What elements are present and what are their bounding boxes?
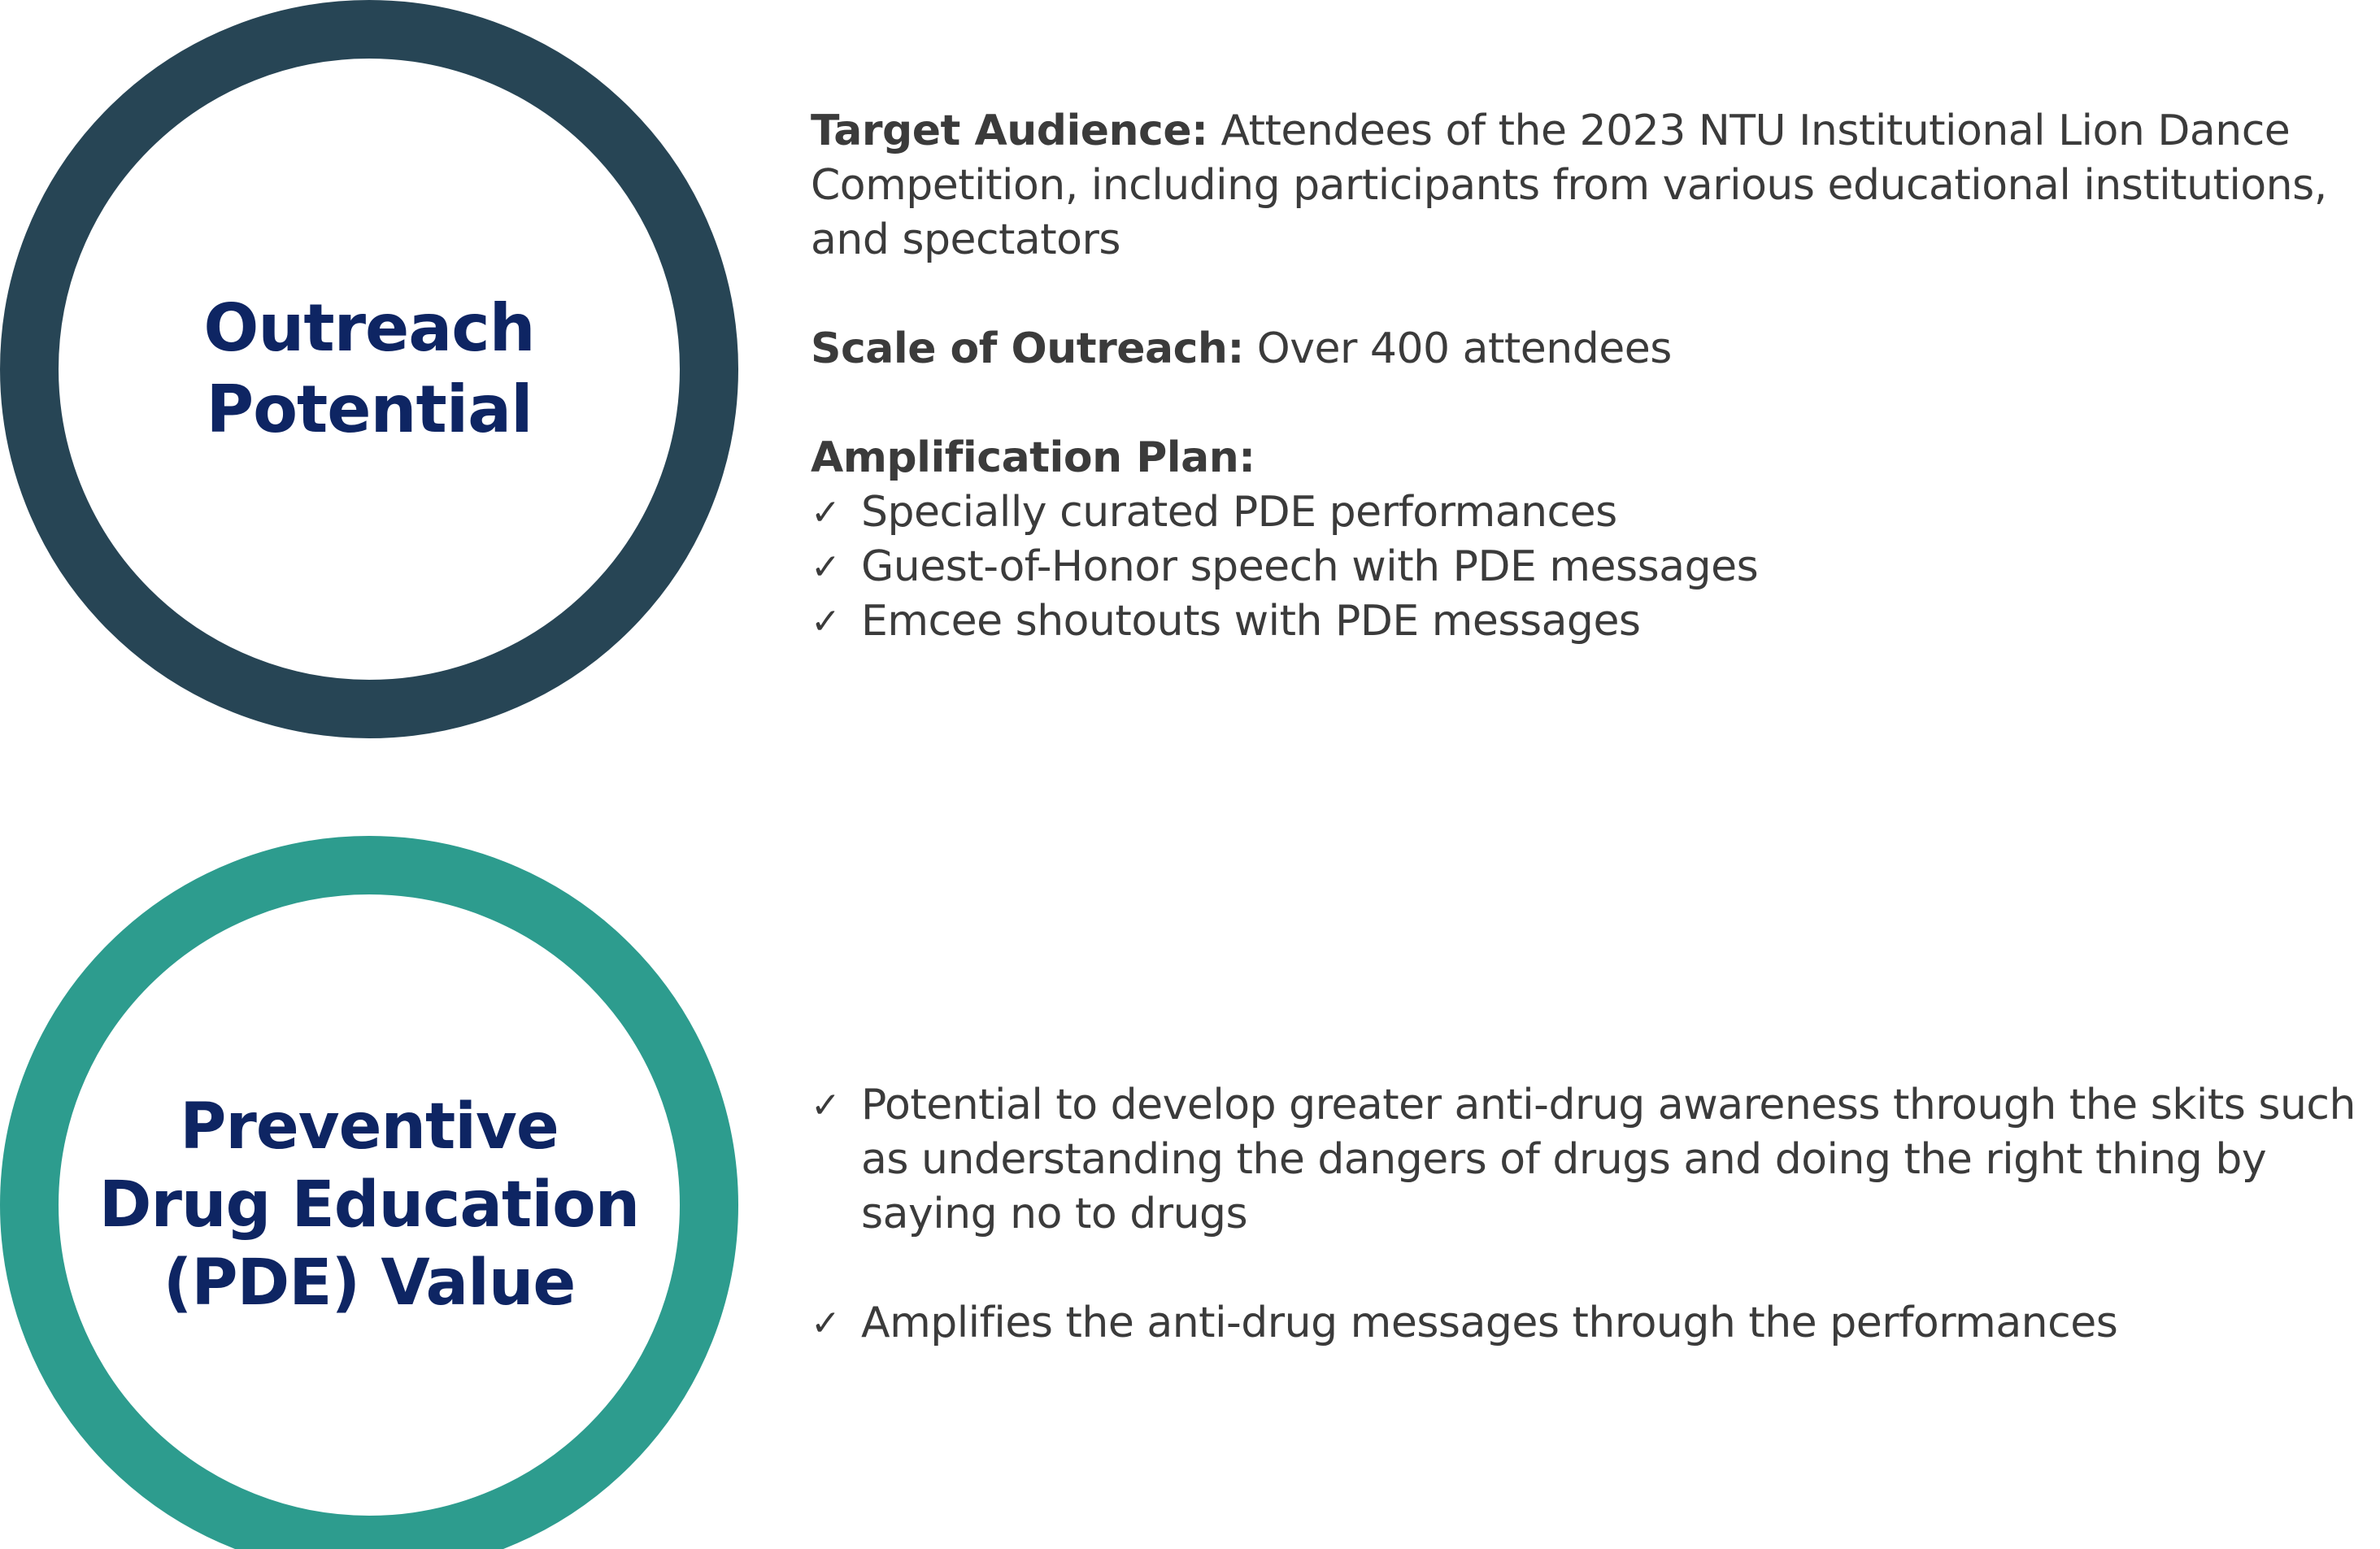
amplification-plan-label: Amplification Plan: <box>811 433 1255 482</box>
outreach-details: Target Audience: Attendees of the 2023 N… <box>811 104 2356 649</box>
pde-item-text: Amplifies the anti-drug messages through… <box>861 1299 2118 1347</box>
pde-value-circle: Preventive Drug Education (PDE) Value <box>0 836 738 1549</box>
amplification-item-text: Specially curated PDE performances <box>861 488 1617 537</box>
amplification-item: ✓ Guest-of-Honor speech with PDE messages <box>811 540 2356 594</box>
target-audience-paragraph: Target Audience: Attendees of the 2023 N… <box>811 104 2356 268</box>
scale-of-outreach-text: Over 400 attendees <box>1243 324 1673 373</box>
amplification-item-text: Guest-of-Honor speech with PDE messages <box>861 542 1759 591</box>
amplification-item-text: Emcee shoutouts with PDE messages <box>861 597 1641 646</box>
pde-details: ✓ Potential to develop greater anti-drug … <box>811 1078 2356 1351</box>
pde-item-text: Potential to develop greater anti-drug a… <box>861 1081 2356 1238</box>
outreach-potential-title: Outreach Potential <box>203 290 535 447</box>
scale-of-outreach-paragraph: Scale of Outreach: Over 400 attendees <box>811 322 2356 376</box>
pde-value-title: Preventive Drug Education (PDE) Value <box>98 1090 640 1320</box>
pde-item: ✓ Potential to develop greater anti-drug … <box>811 1078 2356 1242</box>
checkmark-icon: ✓ <box>811 492 841 533</box>
checkmark-icon: ✓ <box>811 546 841 588</box>
outreach-potential-circle: Outreach Potential <box>0 0 738 738</box>
checkmark-icon: ✓ <box>811 1303 841 1344</box>
pde-item: ✓ Amplifies the anti-drug messages throu… <box>811 1296 2356 1351</box>
checkmark-icon: ✓ <box>811 601 841 642</box>
amplification-item: ✓ Emcee shoutouts with PDE messages <box>811 594 2356 649</box>
target-audience-label: Target Audience: <box>811 107 1208 155</box>
target-audience-text: Attendees of the 2023 NTU Institutional … <box>811 107 2327 264</box>
amplification-item: ✓ Specially curated PDE performances <box>811 485 2356 540</box>
checkmark-icon: ✓ <box>811 1085 841 1126</box>
scale-of-outreach-label: Scale of Outreach: <box>811 324 1244 373</box>
